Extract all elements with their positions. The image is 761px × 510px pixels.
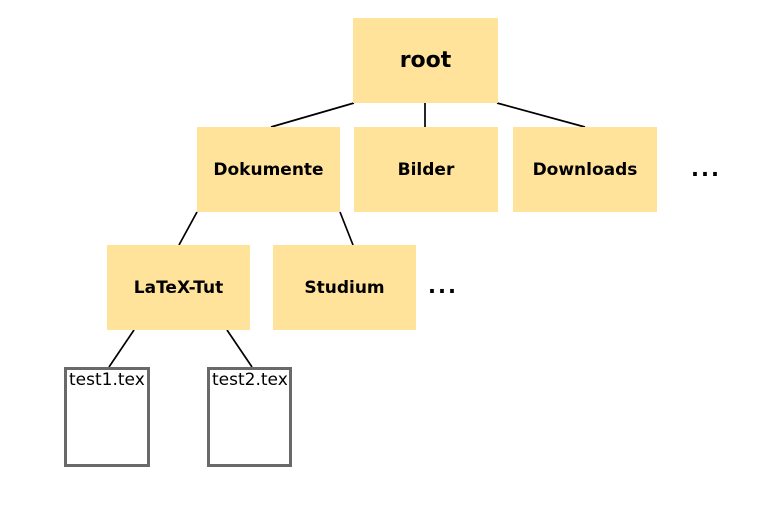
node-label-dokumente: Dokumente [213,159,324,180]
edge-dokumente-studium [339,211,354,246]
node-label-root: root [399,48,452,73]
node-label-latex-tut: LaTeX-Tut [133,277,224,298]
node-label-bilder: Bilder [397,159,455,180]
edge-latextut-test1 [108,329,135,368]
node-label-test1: test1.tex [69,370,145,390]
tree-node-root: root [353,18,498,103]
node-label-test2: test2.tex [212,370,288,390]
edge-latextut-test2 [226,329,253,368]
edge-dokumente-latextut [178,211,198,246]
ellipsis-level1: ... [691,157,721,181]
node-label-downloads: Downloads [532,159,638,180]
node-label-studium: Studium [304,277,385,298]
ellipsis-level2: ... [428,274,458,298]
tree-node-bilder: Bilder [354,127,498,212]
tree-node-studium: Studium [273,245,416,330]
tree-node-latex-tut: LaTeX-Tut [107,245,250,330]
edge-root-dokumente [270,102,355,128]
tree-node-dokumente: Dokumente [197,127,340,212]
tree-node-downloads: Downloads [513,127,657,212]
tree-node-test2-file: test2.tex [207,367,292,467]
edge-root-downloads [496,102,586,128]
tree-node-test1-file: test1.tex [64,367,150,467]
